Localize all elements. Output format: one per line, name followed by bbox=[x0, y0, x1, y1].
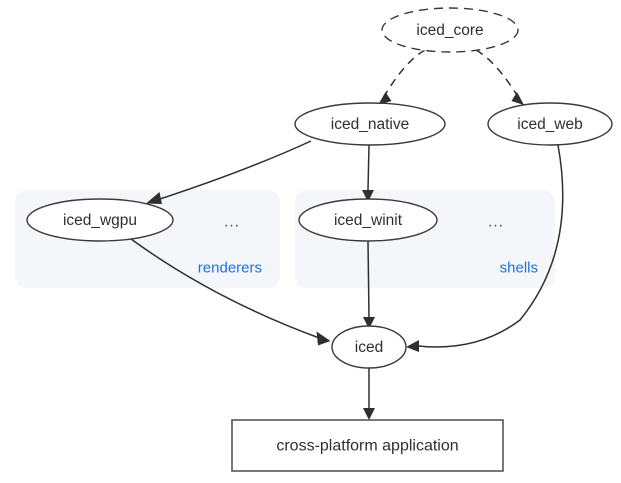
edge-iced_core-to-iced_web bbox=[475, 49, 521, 101]
cluster-shells-ellipsis: ... bbox=[488, 214, 504, 231]
arrowhead-iced_web-to-iced bbox=[406, 340, 419, 352]
node-application[interactable] bbox=[231, 419, 504, 472]
arrowhead-iced_core-to-iced_native bbox=[378, 92, 392, 105]
arrowhead-iced_native-to-iced_winit bbox=[362, 190, 374, 202]
cluster-renderers-label: renderers bbox=[198, 260, 262, 277]
node-iced-web[interactable] bbox=[487, 102, 613, 146]
node-iced-wgpu[interactable] bbox=[26, 198, 174, 242]
node-iced-core[interactable] bbox=[381, 7, 519, 53]
arrowhead-iced_wgpu-to-iced bbox=[316, 331, 331, 346]
node-iced-winit[interactable] bbox=[298, 198, 438, 242]
node-iced-wgpu-label: iced_wgpu bbox=[63, 212, 137, 229]
edge-iced_native-to-iced_winit bbox=[367, 144, 370, 191]
cluster-shells-label: shells bbox=[500, 260, 538, 277]
edge-iced_native-to-iced_wgpu bbox=[159, 140, 312, 200]
node-iced-native[interactable] bbox=[294, 102, 446, 146]
node-iced[interactable] bbox=[331, 325, 407, 369]
cluster-renderers-ellipsis: ... bbox=[224, 214, 240, 231]
arrowhead-iced_native-to-iced_wgpu bbox=[146, 192, 162, 204]
edge-iced_wgpu-to-iced bbox=[130, 238, 323, 340]
node-application-label: cross-platform application bbox=[276, 438, 458, 455]
node-iced-web-label: iced_web bbox=[517, 116, 583, 133]
arrowhead-iced-to-application bbox=[363, 408, 375, 420]
edge-iced_core-to-iced_native bbox=[381, 49, 426, 101]
edge-iced_web-to-iced bbox=[417, 144, 564, 348]
node-iced-core-label: iced_core bbox=[416, 22, 483, 39]
edge-iced_winit-to-iced bbox=[367, 240, 370, 318]
arrowhead-iced_core-to-iced_web bbox=[511, 92, 524, 105]
node-iced-native-label: iced_native bbox=[331, 116, 409, 133]
arrowhead-iced_winit-to-iced bbox=[363, 317, 375, 329]
node-iced-label: iced bbox=[355, 339, 383, 356]
node-iced-winit-label: iced_winit bbox=[334, 212, 403, 229]
